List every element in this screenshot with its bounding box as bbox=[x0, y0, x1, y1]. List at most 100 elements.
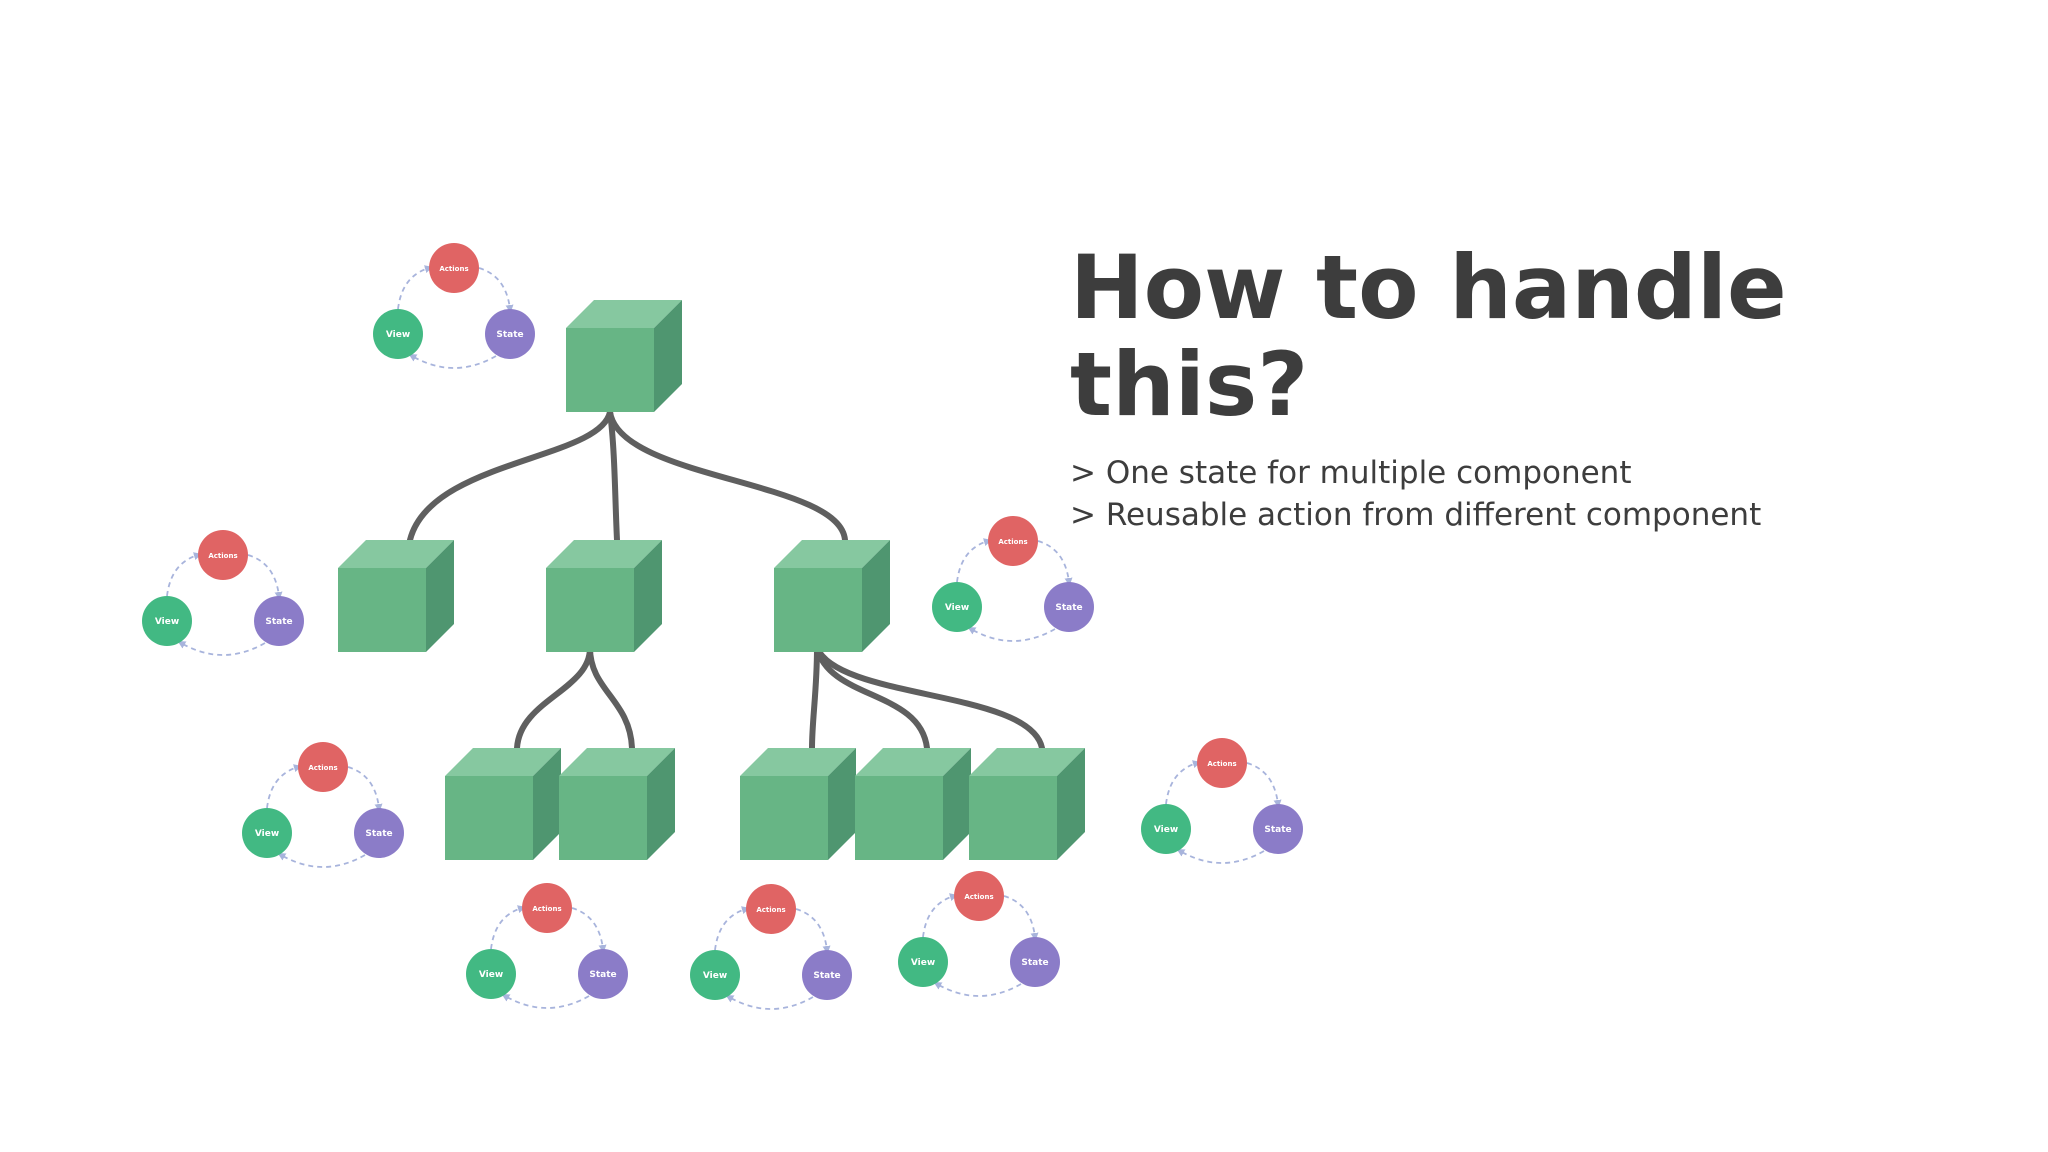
arrow-actions-to-state bbox=[347, 766, 383, 812]
arrow-actions-to-state bbox=[571, 907, 607, 953]
connector-line-1 bbox=[407, 409, 613, 543]
component-cube-child-right bbox=[774, 540, 890, 652]
view-node: View bbox=[898, 937, 948, 987]
arrow-state-to-view bbox=[408, 354, 497, 369]
component-cube-grandchild-1 bbox=[445, 748, 561, 860]
svg-text:State: State bbox=[1021, 958, 1048, 968]
view-node: View bbox=[690, 950, 740, 1000]
svg-text:State: State bbox=[813, 971, 840, 981]
svg-text:View: View bbox=[911, 958, 935, 968]
actions-node: Actions bbox=[988, 516, 1038, 566]
state-node: State bbox=[1010, 937, 1060, 987]
svg-text:Actions: Actions bbox=[208, 552, 237, 560]
view-node: View bbox=[1141, 804, 1191, 854]
arrow-view-to-actions bbox=[490, 905, 526, 950]
arrow-view-to-actions bbox=[922, 893, 958, 938]
actions-node: Actions bbox=[429, 243, 479, 293]
svg-text:Actions: Actions bbox=[756, 906, 785, 914]
arrow-state-to-view bbox=[1176, 849, 1265, 864]
svg-text:State: State bbox=[265, 617, 292, 627]
connector-line-6 bbox=[809, 645, 820, 751]
state-node: State bbox=[1044, 582, 1094, 632]
actions-node: Actions bbox=[198, 530, 248, 580]
svg-text:Actions: Actions bbox=[439, 265, 468, 273]
state-node: State bbox=[485, 309, 535, 359]
view-node: View bbox=[373, 309, 423, 359]
actions-node: Actions bbox=[746, 884, 796, 934]
svg-text:State: State bbox=[365, 829, 392, 839]
view-node: View bbox=[242, 808, 292, 858]
actions-node: Actions bbox=[1197, 738, 1247, 788]
component-cube-grandchild-3 bbox=[740, 748, 856, 860]
svg-text:View: View bbox=[479, 970, 503, 980]
state-node: State bbox=[1253, 804, 1303, 854]
arrow-state-to-view bbox=[501, 994, 590, 1009]
svg-text:View: View bbox=[945, 603, 969, 613]
svg-text:View: View bbox=[255, 829, 279, 839]
arrow-view-to-actions bbox=[266, 764, 302, 809]
svg-text:Actions: Actions bbox=[964, 893, 993, 901]
arrow-actions-to-state bbox=[478, 267, 514, 313]
component-cube-child-left bbox=[338, 540, 454, 652]
title-block: How to handle this? > One state for mult… bbox=[1070, 236, 2048, 536]
arrow-state-to-view bbox=[277, 853, 366, 868]
connector-line-2 bbox=[607, 409, 620, 543]
state-node: State bbox=[354, 808, 404, 858]
arrow-actions-to-state bbox=[795, 908, 831, 954]
slide-title: How to handle this? bbox=[1070, 236, 1787, 436]
component-cube-grandchild-5 bbox=[969, 748, 1085, 860]
actions-node: Actions bbox=[522, 883, 572, 933]
actions-node: Actions bbox=[298, 742, 348, 792]
arrow-view-to-actions bbox=[956, 538, 992, 583]
actions-node: Actions bbox=[954, 871, 1004, 921]
arrow-view-to-actions bbox=[1165, 760, 1201, 805]
svg-text:View: View bbox=[386, 330, 410, 340]
svg-text:Actions: Actions bbox=[308, 764, 337, 772]
view-node: View bbox=[932, 582, 982, 632]
arrow-state-to-view bbox=[933, 982, 1022, 997]
arrow-actions-to-state bbox=[1003, 895, 1039, 941]
arrow-state-to-view bbox=[725, 995, 814, 1010]
state-node: State bbox=[254, 596, 304, 646]
connector-line-5 bbox=[587, 645, 635, 751]
component-cube-grandchild-2 bbox=[559, 748, 675, 860]
arrow-view-to-actions bbox=[397, 265, 433, 310]
component-cubes bbox=[338, 300, 1085, 860]
arrow-state-to-view bbox=[177, 641, 266, 656]
svg-text:View: View bbox=[155, 617, 179, 627]
arrow-actions-to-state bbox=[247, 554, 283, 600]
svg-text:State: State bbox=[589, 970, 616, 980]
state-node: State bbox=[802, 950, 852, 1000]
component-cube-grandchild-4 bbox=[855, 748, 971, 860]
arrow-actions-to-state bbox=[1246, 762, 1282, 808]
connector-line-7 bbox=[814, 645, 930, 751]
arrow-view-to-actions bbox=[166, 552, 202, 597]
connector-line-8 bbox=[814, 645, 1045, 751]
arrow-state-to-view bbox=[967, 627, 1056, 642]
bullet-reusable-action: > Reusable action from different compone… bbox=[1070, 496, 1762, 533]
state-node: State bbox=[578, 949, 628, 999]
svg-text:Actions: Actions bbox=[1207, 760, 1236, 768]
svg-text:View: View bbox=[703, 971, 727, 981]
connector-line-3 bbox=[607, 409, 848, 543]
view-node: View bbox=[466, 949, 516, 999]
arrow-actions-to-state bbox=[1037, 540, 1073, 586]
arrow-view-to-actions bbox=[714, 906, 750, 951]
connector-line-4 bbox=[514, 645, 593, 751]
svg-text:Actions: Actions bbox=[998, 538, 1027, 546]
view-node: View bbox=[142, 596, 192, 646]
tree-connectors bbox=[407, 409, 1045, 751]
svg-text:State: State bbox=[1055, 603, 1082, 613]
component-cube-child-middle bbox=[546, 540, 662, 652]
component-cube-root bbox=[566, 300, 682, 412]
svg-text:State: State bbox=[496, 330, 523, 340]
